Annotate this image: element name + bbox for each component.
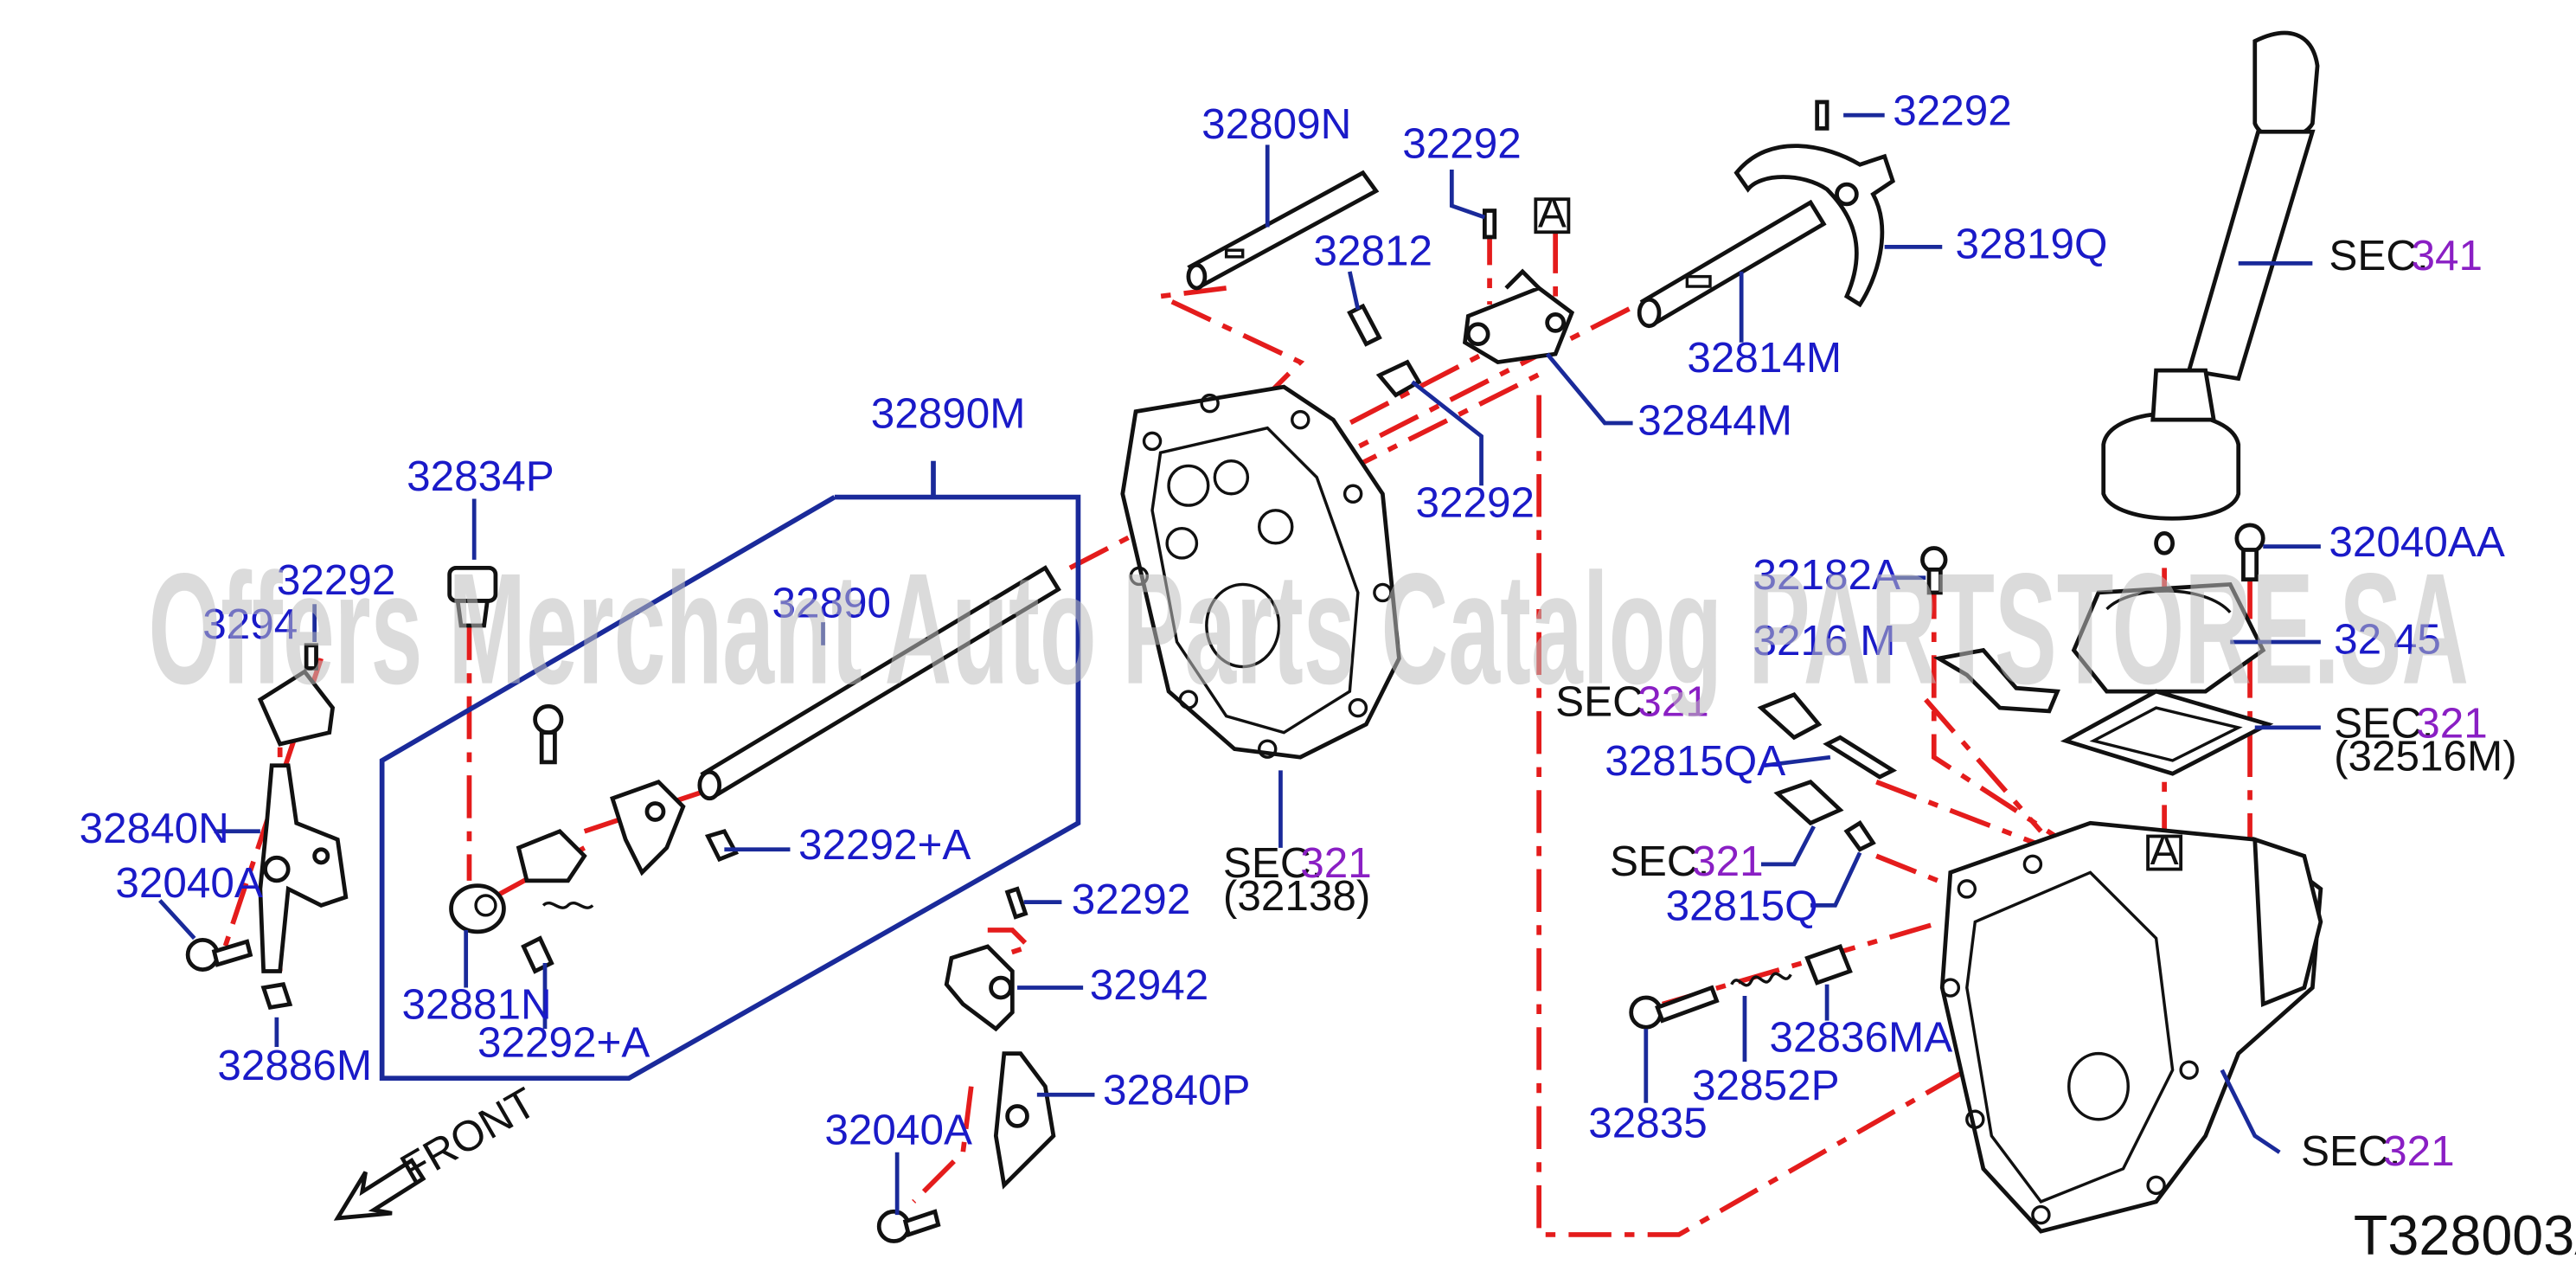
label-32814M: 32814M bbox=[1687, 334, 1842, 382]
label-32890: 32890 bbox=[772, 579, 892, 626]
sec-gasket-prefix: SEC. bbox=[2334, 699, 2433, 747]
label-32292-fork: 32292 bbox=[1893, 87, 2012, 135]
sec-switch-lower-prefix: SEC. bbox=[1610, 838, 1709, 885]
nut-32886M bbox=[260, 982, 293, 1011]
label-32292A-right: 32292+A bbox=[798, 821, 971, 869]
sec-case-front-sub: (32138) bbox=[1223, 872, 1370, 920]
ref-marker-rear-text: A bbox=[2150, 826, 2179, 874]
label-32040A-left: 32040A bbox=[115, 859, 263, 907]
label-32844M: 32844M bbox=[1637, 396, 1792, 444]
bolt-32040A-left bbox=[185, 937, 253, 972]
label-32809N: 32809N bbox=[1201, 100, 1351, 148]
shift-lever-341 bbox=[2101, 30, 2320, 555]
label-32040A-lower: 32040A bbox=[824, 1106, 972, 1153]
label-32834P: 32834P bbox=[407, 453, 554, 500]
front-label: FRONT bbox=[393, 1079, 544, 1194]
label-32292-mid: 32292 bbox=[1415, 478, 1535, 526]
sec-shifter: SEC. 341 bbox=[2329, 232, 2483, 279]
label-32815QA: 32815QA bbox=[1605, 737, 1785, 785]
bracket-with-spring bbox=[516, 829, 594, 909]
sec-switch-upper: SEC. 321 bbox=[1555, 678, 1709, 726]
watermark: Offers Merchant Auto Parts Catalog PARTS… bbox=[148, 541, 2469, 717]
sec-shifter-prefix: SEC. bbox=[2329, 232, 2428, 279]
label-32815Q: 32815Q bbox=[1666, 883, 1818, 930]
label-32292-left: 32292 bbox=[277, 556, 396, 604]
label-32292-bottom: 32292 bbox=[1072, 876, 1191, 923]
sec-gasket-num: 321 bbox=[2416, 699, 2488, 747]
label-32840N: 32840N bbox=[80, 805, 229, 852]
label-32852P: 32852P bbox=[1692, 1062, 1840, 1109]
shift-fork-32819Q bbox=[1733, 100, 1896, 308]
diagram-code: T328003A bbox=[2354, 1204, 2576, 1267]
sec-gasket: SEC. 321 (32516M) bbox=[2334, 699, 2517, 780]
block-32942 bbox=[944, 944, 1015, 1032]
case-front bbox=[1120, 384, 1401, 760]
sec-switch-lower-num: 321 bbox=[1692, 838, 1764, 885]
part-labels: 32809N 32292 32292 32819Q 32812 32814M 3… bbox=[80, 87, 2505, 1154]
ref-marker-top-text: A bbox=[1538, 189, 1567, 237]
bracket-3294x bbox=[257, 643, 336, 747]
label-32182A: 32182A bbox=[1753, 551, 1900, 599]
front-arrow: FRONT bbox=[333, 1079, 544, 1221]
shift-rod-32890 bbox=[697, 565, 1061, 801]
label-32292A-lower: 32292+A bbox=[477, 1018, 650, 1066]
shift-rod-32814M bbox=[1637, 199, 1827, 329]
label-32890M: 32890M bbox=[871, 390, 1026, 438]
label-32881N: 32881N bbox=[401, 981, 551, 1029]
label-32292-top: 32292 bbox=[1402, 120, 1522, 168]
bolt-upper bbox=[533, 703, 564, 765]
bolt-32040AA bbox=[2234, 523, 2265, 582]
sec-switch-lower: SEC. 321 bbox=[1610, 838, 1764, 885]
case-rear bbox=[1939, 820, 2323, 1234]
label-32040AA: 32040AA bbox=[2329, 518, 2505, 566]
sec-case-rear-num: 321 bbox=[2383, 1127, 2455, 1175]
bolt-32040A-lower bbox=[876, 1209, 941, 1243]
sec-case-front-prefix: SEC. bbox=[1223, 839, 1323, 887]
sec-gasket-sub: (32516M) bbox=[2334, 732, 2517, 780]
bolt-32182A bbox=[1920, 546, 1948, 595]
ref-marker-top: A bbox=[1534, 189, 1571, 237]
label-32819Q: 32819Q bbox=[1955, 221, 2107, 268]
bracket-3216xM bbox=[1932, 647, 2060, 714]
shift-block-32844M bbox=[1462, 209, 1575, 365]
switch-upper bbox=[1757, 692, 1898, 780]
label-32812: 32812 bbox=[1313, 227, 1432, 274]
pin-32292-lower bbox=[1004, 886, 1028, 920]
shift-rod-32809N bbox=[1186, 170, 1380, 291]
shifter-housing-32145 bbox=[2071, 581, 2266, 694]
label-3294x: 3294 bbox=[202, 600, 298, 648]
plunger-32836MA bbox=[1804, 943, 1853, 985]
label-32836MA: 32836MA bbox=[1770, 1014, 1953, 1062]
spring-32852P bbox=[1730, 972, 1792, 987]
sec-case-front-num: 321 bbox=[1300, 839, 1372, 887]
gasket-32516M bbox=[2060, 689, 2274, 776]
label-32942: 32942 bbox=[1090, 961, 1209, 1009]
sec-switch-upper-prefix: SEC. bbox=[1555, 678, 1655, 726]
sec-case-rear: SEC. 321 bbox=[2301, 1127, 2455, 1175]
lever-32840P bbox=[993, 1051, 1056, 1190]
plug-32835 bbox=[1629, 985, 1720, 1030]
assembly-frame-32890M bbox=[379, 494, 1081, 1082]
label-32840P: 32840P bbox=[1103, 1067, 1251, 1114]
sec-case-front: SEC. 321 (32138) bbox=[1223, 839, 1372, 920]
sec-switch-upper-num: 321 bbox=[1637, 678, 1709, 726]
label-32886M: 32886M bbox=[217, 1042, 372, 1089]
sec-case-rear-prefix: SEC. bbox=[2301, 1127, 2400, 1175]
label-32835: 32835 bbox=[1588, 1100, 1708, 1147]
switch-lower bbox=[1773, 779, 1876, 852]
selector-32890 bbox=[610, 779, 740, 876]
bolt-32834P bbox=[447, 566, 498, 628]
lever-32840N bbox=[258, 763, 349, 973]
sec-references: SEC. 341 SEC. 321 (32138) SEC. 321 SEC. … bbox=[1223, 232, 2517, 1175]
label-3216xM: 3216 M bbox=[1753, 617, 1895, 664]
pin-32812 bbox=[1347, 303, 1422, 398]
leader-lines bbox=[158, 112, 2321, 1216]
ref-marker-rear: A bbox=[2146, 826, 2183, 874]
label-32145: 32 45 bbox=[2334, 615, 2441, 663]
sec-shifter-num: 341 bbox=[2412, 232, 2483, 279]
bush-32881N bbox=[449, 883, 554, 974]
